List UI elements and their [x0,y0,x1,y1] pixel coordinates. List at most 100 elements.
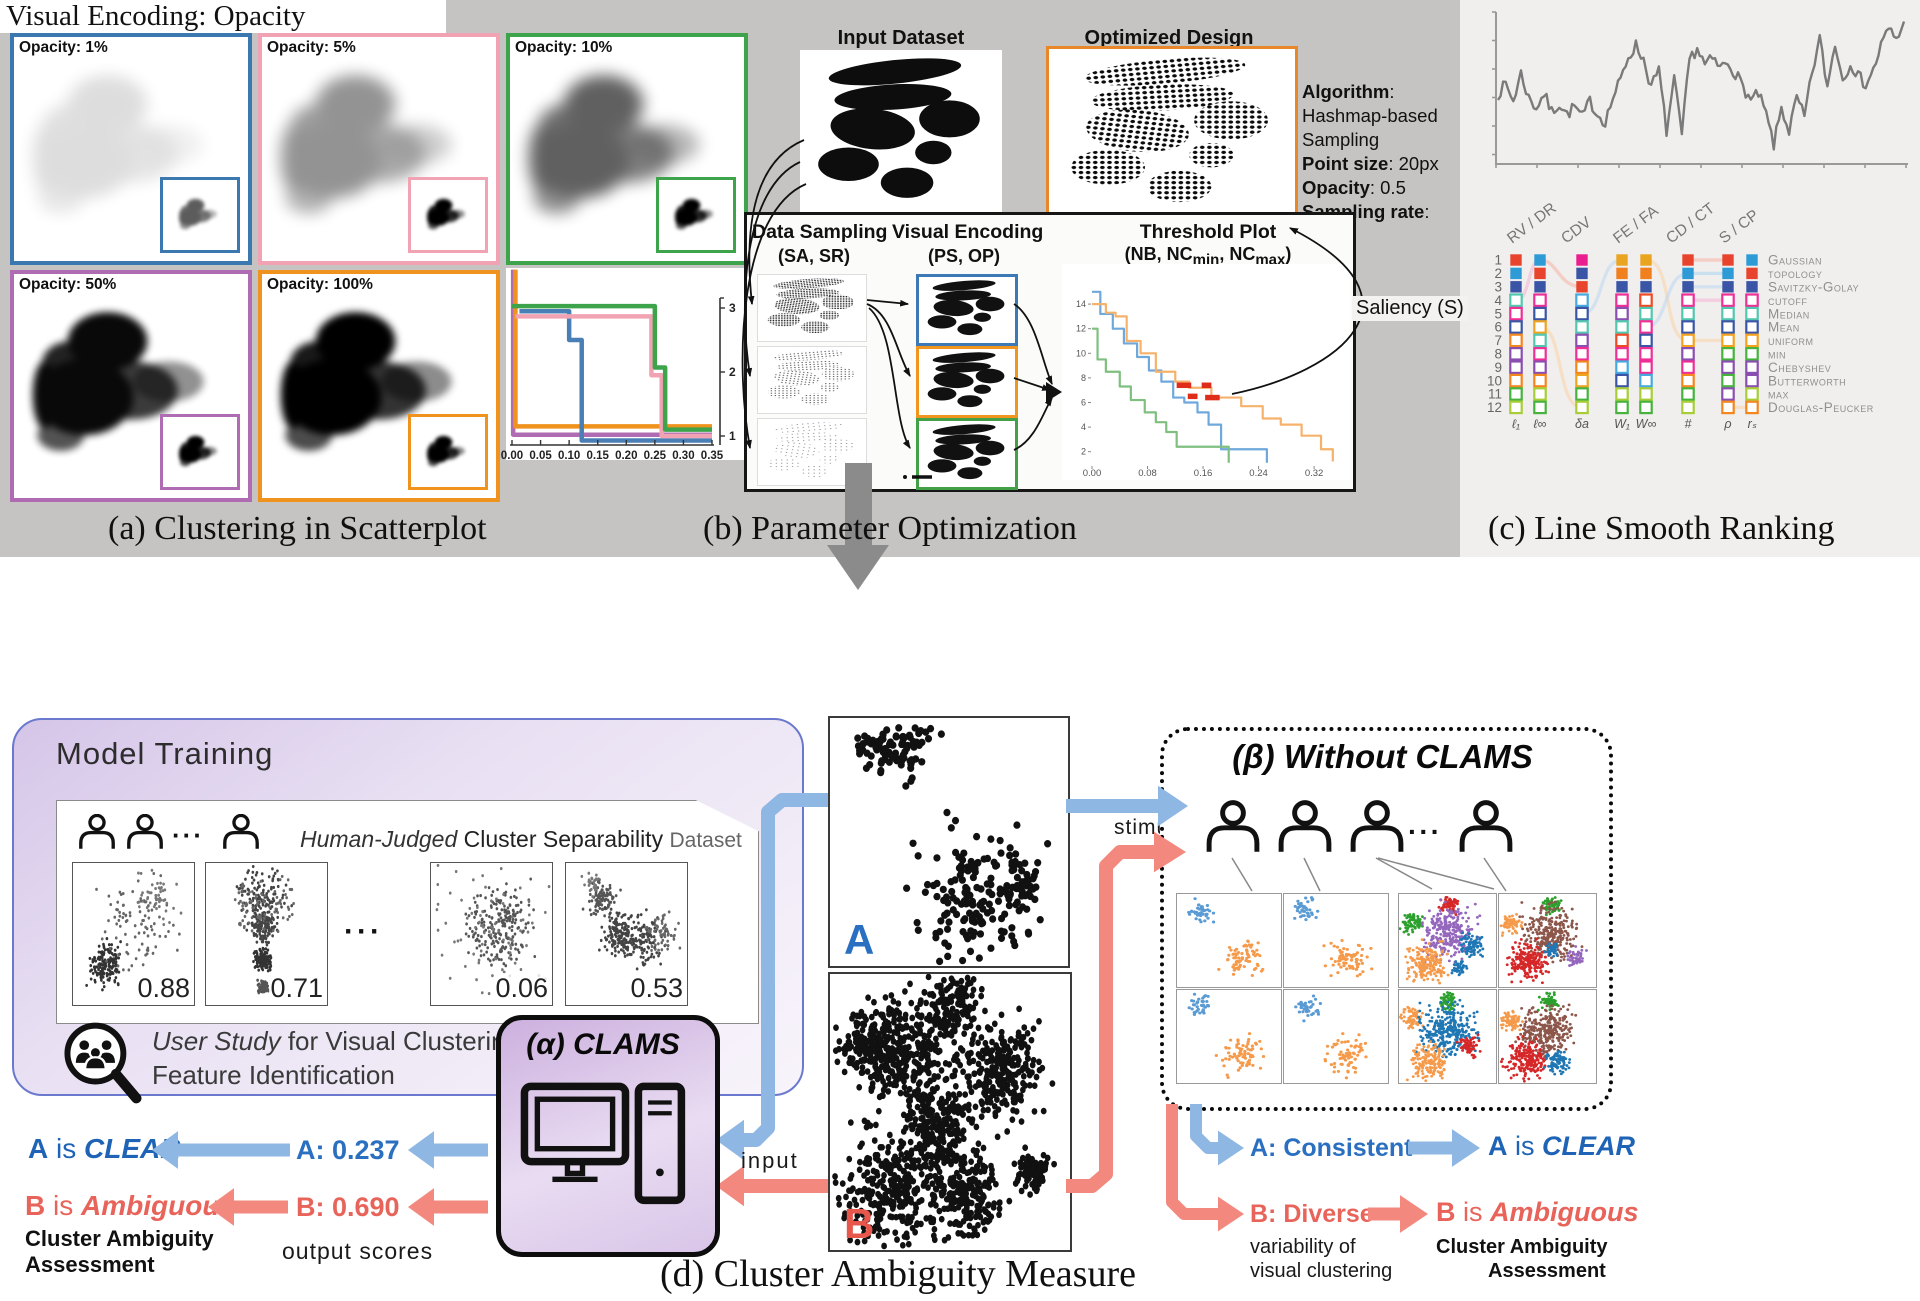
input-dataset-image [800,50,1002,218]
svg-text:W₁: W₁ [1614,417,1630,431]
svg-text:2: 2 [729,365,736,379]
verdict-b-ambiguous: B is Ambiguous [25,1190,236,1221]
verdict-a-clear: A is CLEAR [28,1133,181,1164]
svg-text:0.10: 0.10 [558,450,580,462]
flow-arrow-down-head [827,545,889,590]
computer-icon [520,1082,686,1205]
svg-text:0.25: 0.25 [644,450,667,462]
svg-text:FE / FA: FE / FA [1610,202,1662,247]
svg-text:ρ: ρ [1723,417,1731,431]
svg-text:S / CP: S / CP [1716,207,1762,248]
svg-text:4: 4 [1494,293,1502,308]
person-icon [1349,797,1405,857]
variability-label: variability of [1250,1236,1356,1258]
opacity-panel: Opacity: 100% [258,270,500,502]
sample-scatterplot: 0.88 [72,862,195,1006]
caption-b: (b) Parameter Optimization [703,510,1077,547]
person-icon [1205,797,1261,857]
opacity-panel: Opacity: 10% [506,33,748,265]
svg-text:ℓ∞: ℓ∞ [1534,417,1547,431]
visual-clustering-result [1283,989,1389,1084]
ellipsis: ··· [344,915,383,948]
svg-text:Savitzky-Golay: Savitzky-Golay [1768,280,1859,295]
visual-clustering-result [1176,893,1282,988]
sample-scatterplot: 0.71 [205,862,328,1006]
clams-score-b: B: 0.690 [296,1192,400,1222]
opacity-value-label: Opacity: 1% [19,39,108,56]
caption-d: (d) Cluster Ambiguity Measure [660,1253,1136,1295]
output-scores-label: output scores [282,1238,434,1264]
visual-clustering-result [1398,989,1497,1084]
scatterplot-b: B [828,972,1072,1252]
separability-score: 0.71 [269,973,324,1004]
visual-clustering-result [1498,989,1597,1084]
svg-text:4: 4 [1081,422,1086,432]
svg-text:8: 8 [1081,373,1086,383]
assessment-label: Cluster Ambiguity [25,1226,214,1251]
svg-text:cutoff: cutoff [1768,293,1807,308]
separability-score: 0.53 [629,973,684,1004]
ellipsis: ··· [172,820,204,850]
stage-data-sampling-params: (SA, SR) [778,246,850,266]
scatterplot-a: A [828,716,1070,968]
svg-text:11: 11 [1488,387,1502,402]
density-inset [160,177,240,253]
svg-text:Butterworth: Butterworth [1768,373,1846,388]
svg-text:7: 7 [1494,333,1502,348]
svg-text:14: 14 [1076,299,1086,309]
svg-text:0.05: 0.05 [529,450,552,462]
user-study-text: User Study for Visual Clustering [152,1026,521,1056]
svg-text:W∞: W∞ [1636,417,1657,431]
beta-verdict-a: A is CLEAR [1488,1131,1636,1161]
caption-c: (c) Line Smooth Ranking [1488,510,1835,547]
svg-text:Douglas-Peucker: Douglas-Peucker [1768,400,1874,415]
svg-text:CDV: CDV [1558,214,1595,248]
svg-text:3: 3 [729,301,736,315]
svg-text:6: 6 [1081,398,1086,408]
svg-text:6: 6 [1494,320,1502,335]
svg-text:12: 12 [1076,324,1086,334]
stage-visual-encoding-params: (PS, OP) [927,246,1000,266]
svg-text:δa: δa [1575,417,1589,431]
svg-text:0.08: 0.08 [1138,468,1157,479]
visual-clustering-result [1498,893,1597,988]
ellipsis: ··· [1408,816,1442,847]
variability-label-2: visual clustering [1250,1260,1393,1282]
svg-text:0.15: 0.15 [587,450,610,462]
opacity-panel: Opacity: 50% [10,270,252,502]
svg-text:Gaussian: Gaussian [1768,253,1822,268]
noisy-line-chart [1492,11,1908,168]
svg-text:Median: Median [1768,306,1810,321]
saliency-label: Saliency (S) [1352,296,1468,321]
svg-text:0.30: 0.30 [672,450,694,462]
sampled-scatterplot-medium [757,346,867,414]
visual-clustering-result [1398,893,1497,988]
sample-scatterplot: 0.53 [565,862,688,1006]
density-inset [656,177,736,253]
svg-text:1: 1 [729,429,736,443]
optimized-design-label: Optimized Design [1084,27,1254,49]
person-icon [1277,797,1333,857]
svg-text:0.24: 0.24 [1249,468,1268,479]
svg-text:rₛ: rₛ [1748,417,1757,431]
model-training-title: Model Training [56,736,274,771]
svg-text:8: 8 [1494,347,1502,362]
svg-text:0.35: 0.35 [701,450,724,462]
sample-scatterplot: 0.06 [430,862,553,1006]
panel-a-title-strip [0,0,446,33]
opacity-value-label: Opacity: 50% [19,276,117,293]
finding-b-diverse: B: Diverse [1250,1200,1374,1228]
stage-threshold-plot: Threshold Plot [1139,221,1277,243]
stage-visual-encoding: Visual Encoding [892,221,1044,243]
svg-text:min: min [1768,347,1786,362]
encoded-scatterplot-blue [916,274,1018,346]
density-inset [160,414,240,490]
algorithm-settings: Algorithm: Hashmap-based Sampling Point … [1302,81,1439,246]
panel-a-title: Visual Encoding: Opacity [6,0,306,32]
separability-score: 0.06 [494,973,549,1004]
opacity-panels: Opacity: 1%Opacity: 5%Opacity: 10%Opacit… [0,0,760,510]
svg-text:3: 3 [1494,280,1502,295]
